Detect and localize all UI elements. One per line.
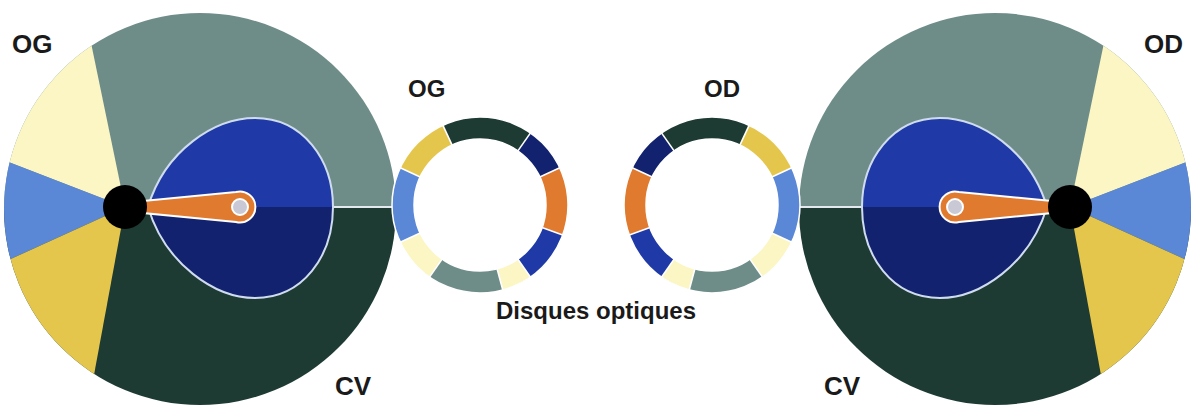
- left-visual-field: [0, 0, 400, 418]
- eye-label: OD: [1144, 30, 1183, 59]
- eye-label: OG: [408, 76, 445, 102]
- eye-label: OG: [12, 30, 52, 59]
- field-label: CV: [824, 372, 860, 401]
- right-optic-disc: [624, 117, 800, 293]
- field-label: CV: [335, 372, 371, 401]
- caption-label: Disques optiques: [496, 298, 696, 324]
- eye-label: OD: [704, 76, 740, 102]
- left-optic-disc: [392, 117, 568, 293]
- right-visual-field: [795, 0, 1195, 418]
